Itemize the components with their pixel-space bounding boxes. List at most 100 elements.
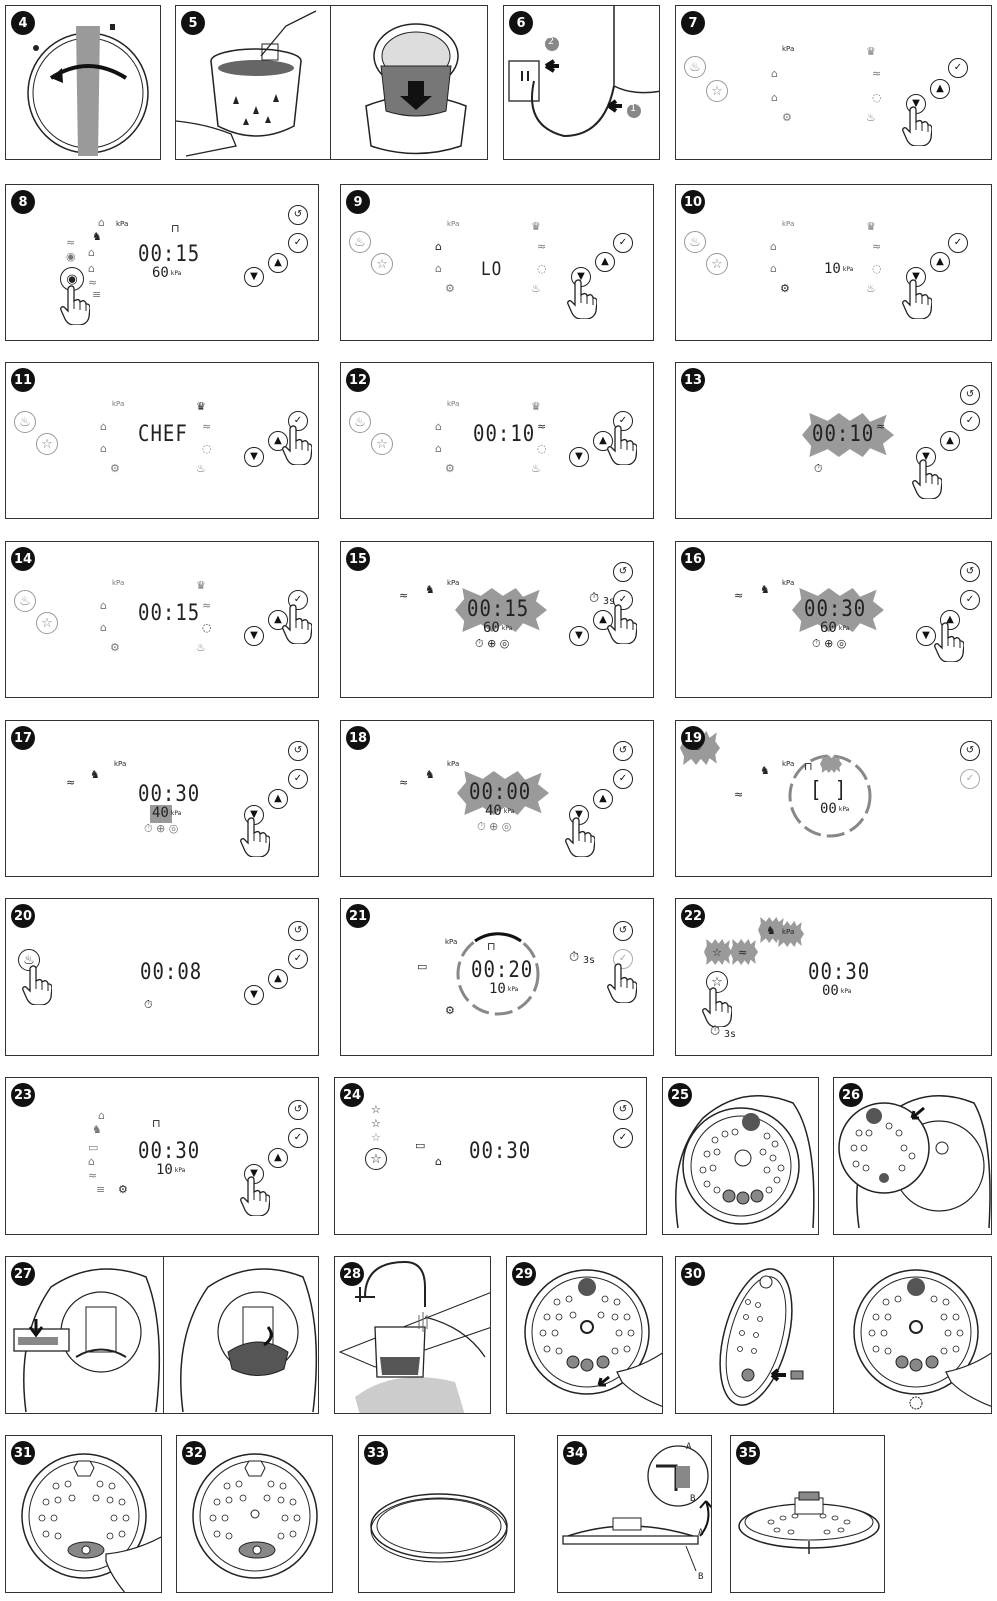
confirm-button[interactable]: ✓ <box>960 590 980 610</box>
back-button[interactable]: ↺ <box>960 741 980 761</box>
up-button[interactable]: ▲ <box>930 79 950 99</box>
keep-warm-circle: ♨ <box>14 590 36 612</box>
favorite-circle: ☆ <box>706 80 728 102</box>
favorite-circle: ☆ <box>36 612 58 634</box>
program-icon: ♨ <box>866 111 876 124</box>
up-button[interactable]: ▲ <box>593 789 613 809</box>
s17-time-display: 00:30 <box>138 781 201 807</box>
favorite-circle: ☆ <box>706 253 728 275</box>
confirm-button[interactable]: ✓ <box>960 411 980 431</box>
down-button[interactable]: ▼ <box>244 626 264 646</box>
step-25-panel: 25 <box>662 1077 819 1235</box>
step-30-badge: 30 <box>681 1262 705 1286</box>
confirm-button[interactable]: ✓ <box>613 1128 633 1148</box>
blink-highlight <box>776 921 804 947</box>
hand-icon <box>22 965 52 1005</box>
confirm-button[interactable]: ✓ <box>288 233 308 253</box>
up-button[interactable]: ▲ <box>593 610 613 630</box>
pressure-icon: kPa <box>116 220 129 228</box>
down-button[interactable]: ▼ <box>916 626 936 646</box>
confirm-button[interactable]: ✓ <box>960 769 980 789</box>
s20-time-display: 00:08 <box>140 959 203 985</box>
down-button[interactable]: ▼ <box>244 447 264 467</box>
back-button[interactable]: ↺ <box>613 1100 633 1120</box>
up-button[interactable]: ▲ <box>268 1148 288 1168</box>
blink-highlight <box>792 588 884 632</box>
up-button[interactable]: ▲ <box>268 610 288 630</box>
s16-time-display: 00:30 <box>804 596 867 622</box>
pressure-icon: kPa <box>112 579 125 587</box>
back-button[interactable]: ↺ <box>960 562 980 582</box>
up-button[interactable]: ▲ <box>930 252 950 272</box>
inner-lid-valve-illustration <box>524 1269 662 1407</box>
up-button[interactable]: ▲ <box>268 253 288 273</box>
back-button[interactable]: ↺ <box>288 921 308 941</box>
chicken-icon: ♞ <box>760 764 770 777</box>
program-icon: ⌂ <box>435 420 442 433</box>
confirm-button[interactable]: ✓ <box>613 233 633 253</box>
step-9-panel: 9 ♨ ☆ kPa ⌂ ⌂ ⚙ ♛ ≈ ◌ ♨ LO ✓ ▲ ▼ <box>340 184 654 341</box>
keep-warm-circle: ♨ <box>349 231 371 253</box>
step-5-badge: 5 <box>181 11 205 35</box>
blink-highlight <box>802 413 894 457</box>
confirm-button[interactable]: ✓ <box>948 233 968 253</box>
hand-icon <box>607 604 637 644</box>
hand-icon <box>607 425 637 465</box>
back-button[interactable]: ↺ <box>960 385 980 405</box>
program-icon: ♨ <box>531 462 541 475</box>
step-20-badge: 20 <box>11 904 35 928</box>
up-button[interactable]: ▲ <box>595 252 615 272</box>
down-button[interactable]: ▼ <box>569 626 589 646</box>
program-icon: ⚙ <box>110 641 120 654</box>
confirm-button[interactable]: ✓ <box>948 58 968 78</box>
program-icon: ≈ <box>88 276 98 289</box>
program-icon: ⚙ <box>780 282 790 295</box>
up-button[interactable]: ▲ <box>268 969 288 989</box>
back-button[interactable]: ↺ <box>613 741 633 761</box>
step-34-panel: 34 A B A B <box>557 1435 712 1593</box>
pressure-icon: kPa <box>782 45 795 53</box>
rinse-illustration <box>338 1260 490 1413</box>
confirm-button[interactable]: ✓ <box>288 1128 308 1148</box>
step-12-panel: 12 ♨ ☆ kPa ⌂ ⌂ ⚙ ♛ ≈ ◌ ♨ 00:10 ✓ ▲ ▼ <box>340 362 654 519</box>
step-32-panel: 32 <box>176 1435 333 1593</box>
down-button[interactable]: ▼ <box>569 447 589 467</box>
down-button[interactable]: ▼ <box>244 267 264 287</box>
chicken-icon: ♞ <box>92 230 102 243</box>
step-14-badge: 14 <box>11 547 35 571</box>
program-icon: ♞ <box>766 924 776 937</box>
step-9-badge: 9 <box>346 190 370 214</box>
step-12-badge: 12 <box>346 368 370 392</box>
program-icon: ◌ <box>537 262 547 275</box>
chef-hat-icon: ♛ <box>531 400 541 413</box>
lock-icon: ⊓ <box>487 940 496 953</box>
chef-hat-icon: ♛ <box>196 400 206 413</box>
back-button[interactable]: ↺ <box>288 205 308 225</box>
up-button[interactable]: ▲ <box>268 431 288 451</box>
confirm-button[interactable]: ✓ <box>288 769 308 789</box>
back-button[interactable]: ↺ <box>288 741 308 761</box>
sealing-ring-illustration <box>370 1493 508 1563</box>
up-button[interactable]: ▲ <box>268 789 288 809</box>
step-29-panel: 29 <box>506 1256 663 1414</box>
s19-time-display: [ ] <box>810 777 848 803</box>
confirm-button[interactable]: ✓ <box>613 769 633 789</box>
step-26-badge: 26 <box>839 1083 863 1107</box>
back-button[interactable]: ↺ <box>613 562 633 582</box>
up-button[interactable]: ▲ <box>593 431 613 451</box>
down-button[interactable]: ▼ <box>244 985 264 1005</box>
confirm-button[interactable]: ✓ <box>288 949 308 969</box>
step-11-badge: 11 <box>11 368 35 392</box>
up-button[interactable]: ▲ <box>940 431 960 451</box>
back-button[interactable]: ↺ <box>288 1100 308 1120</box>
s18-time-display: 00:00 <box>469 779 532 805</box>
back-button[interactable]: ↺ <box>613 921 633 941</box>
program-icon: ⌂ <box>100 599 107 612</box>
program-icon: ▭ <box>415 1139 426 1152</box>
star-icon: ☆ <box>371 1131 381 1144</box>
